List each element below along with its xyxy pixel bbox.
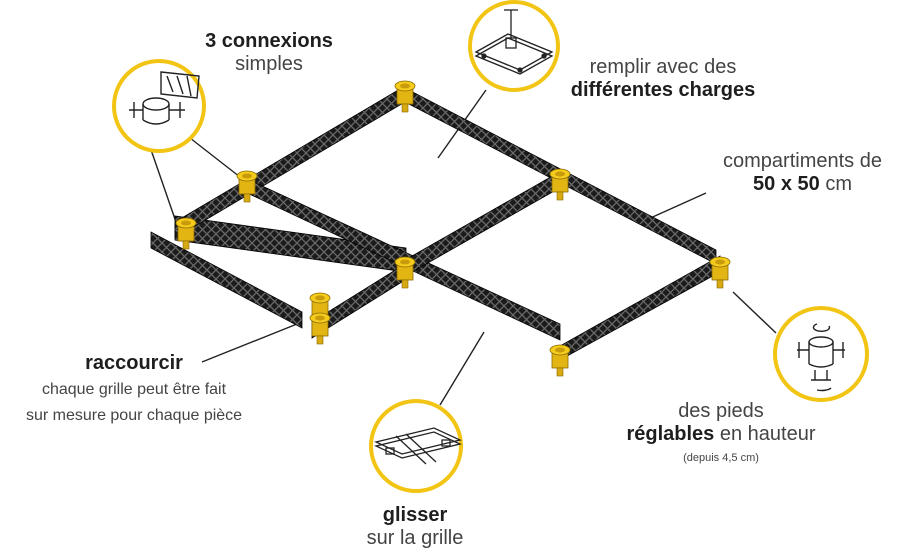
label-raccourcir: raccourcir chaque grille peut être fait … bbox=[0, 352, 268, 426]
leader-raccourcir bbox=[201, 321, 303, 363]
connector bbox=[394, 80, 416, 113]
label-pieds-after: en hauteur bbox=[719, 423, 816, 445]
label-glisser: glisser sur la grille bbox=[330, 504, 500, 550]
beam-back-left bbox=[174, 85, 406, 239]
leader-compartiments bbox=[645, 192, 707, 221]
label-compartiments-bold: 50 x 50 bbox=[753, 173, 820, 195]
connector bbox=[549, 344, 571, 377]
connector bbox=[709, 256, 731, 289]
adjustable-foot-icon bbox=[797, 323, 845, 392]
label-remplir-line1: remplir avec des bbox=[589, 56, 737, 78]
leader-connexions-b bbox=[189, 137, 241, 178]
label-pieds-bold: réglables bbox=[626, 423, 715, 445]
grid-structure bbox=[150, 85, 721, 361]
label-raccourcir-line1: chaque grille peut être fait bbox=[41, 381, 227, 398]
label-pieds-note: (depuis 4,5 cm) bbox=[683, 452, 759, 464]
beam-mid-cross bbox=[404, 169, 564, 277]
label-connexions-bold: 3 connexions bbox=[205, 30, 333, 52]
load-plate-icon bbox=[474, 9, 554, 75]
beam-left-short bbox=[150, 231, 303, 329]
label-pieds: des pieds réglables en hauteur (depuis 4… bbox=[596, 400, 846, 465]
label-compartiments: compartiments de 50 x 50 cm bbox=[700, 150, 905, 196]
label-compartiments-unit: cm bbox=[825, 173, 852, 195]
leader-glisser bbox=[439, 331, 485, 406]
detail-connexions bbox=[112, 59, 206, 153]
label-raccourcir-line2: sur mesure pour chaque pièce bbox=[25, 407, 243, 425]
label-compartiments-line1: compartiments de bbox=[723, 150, 882, 172]
leader-pieds bbox=[732, 291, 777, 334]
beam-right-lower bbox=[559, 255, 721, 361]
label-pieds-line1: des pieds bbox=[678, 400, 764, 422]
connector bbox=[549, 168, 571, 201]
slide-rail-icon bbox=[374, 427, 462, 465]
label-remplir: remplir avec des différentes charges bbox=[547, 56, 779, 102]
connector bbox=[309, 312, 331, 345]
detail-remplir bbox=[468, 0, 560, 92]
detail-pieds bbox=[773, 306, 869, 402]
label-raccourcir-bold: raccourcir bbox=[85, 352, 183, 374]
connector bbox=[175, 217, 197, 250]
label-connexions-sub: simples bbox=[235, 53, 303, 75]
label-glisser-sub: sur la grille bbox=[366, 527, 464, 549]
label-glisser-bold: glisser bbox=[382, 504, 448, 526]
detail-glisser bbox=[369, 399, 463, 493]
label-remplir-bold: différentes charges bbox=[570, 79, 756, 101]
connector-detail-icon bbox=[129, 71, 200, 125]
label-connexions: 3 connexions simples bbox=[185, 30, 353, 76]
